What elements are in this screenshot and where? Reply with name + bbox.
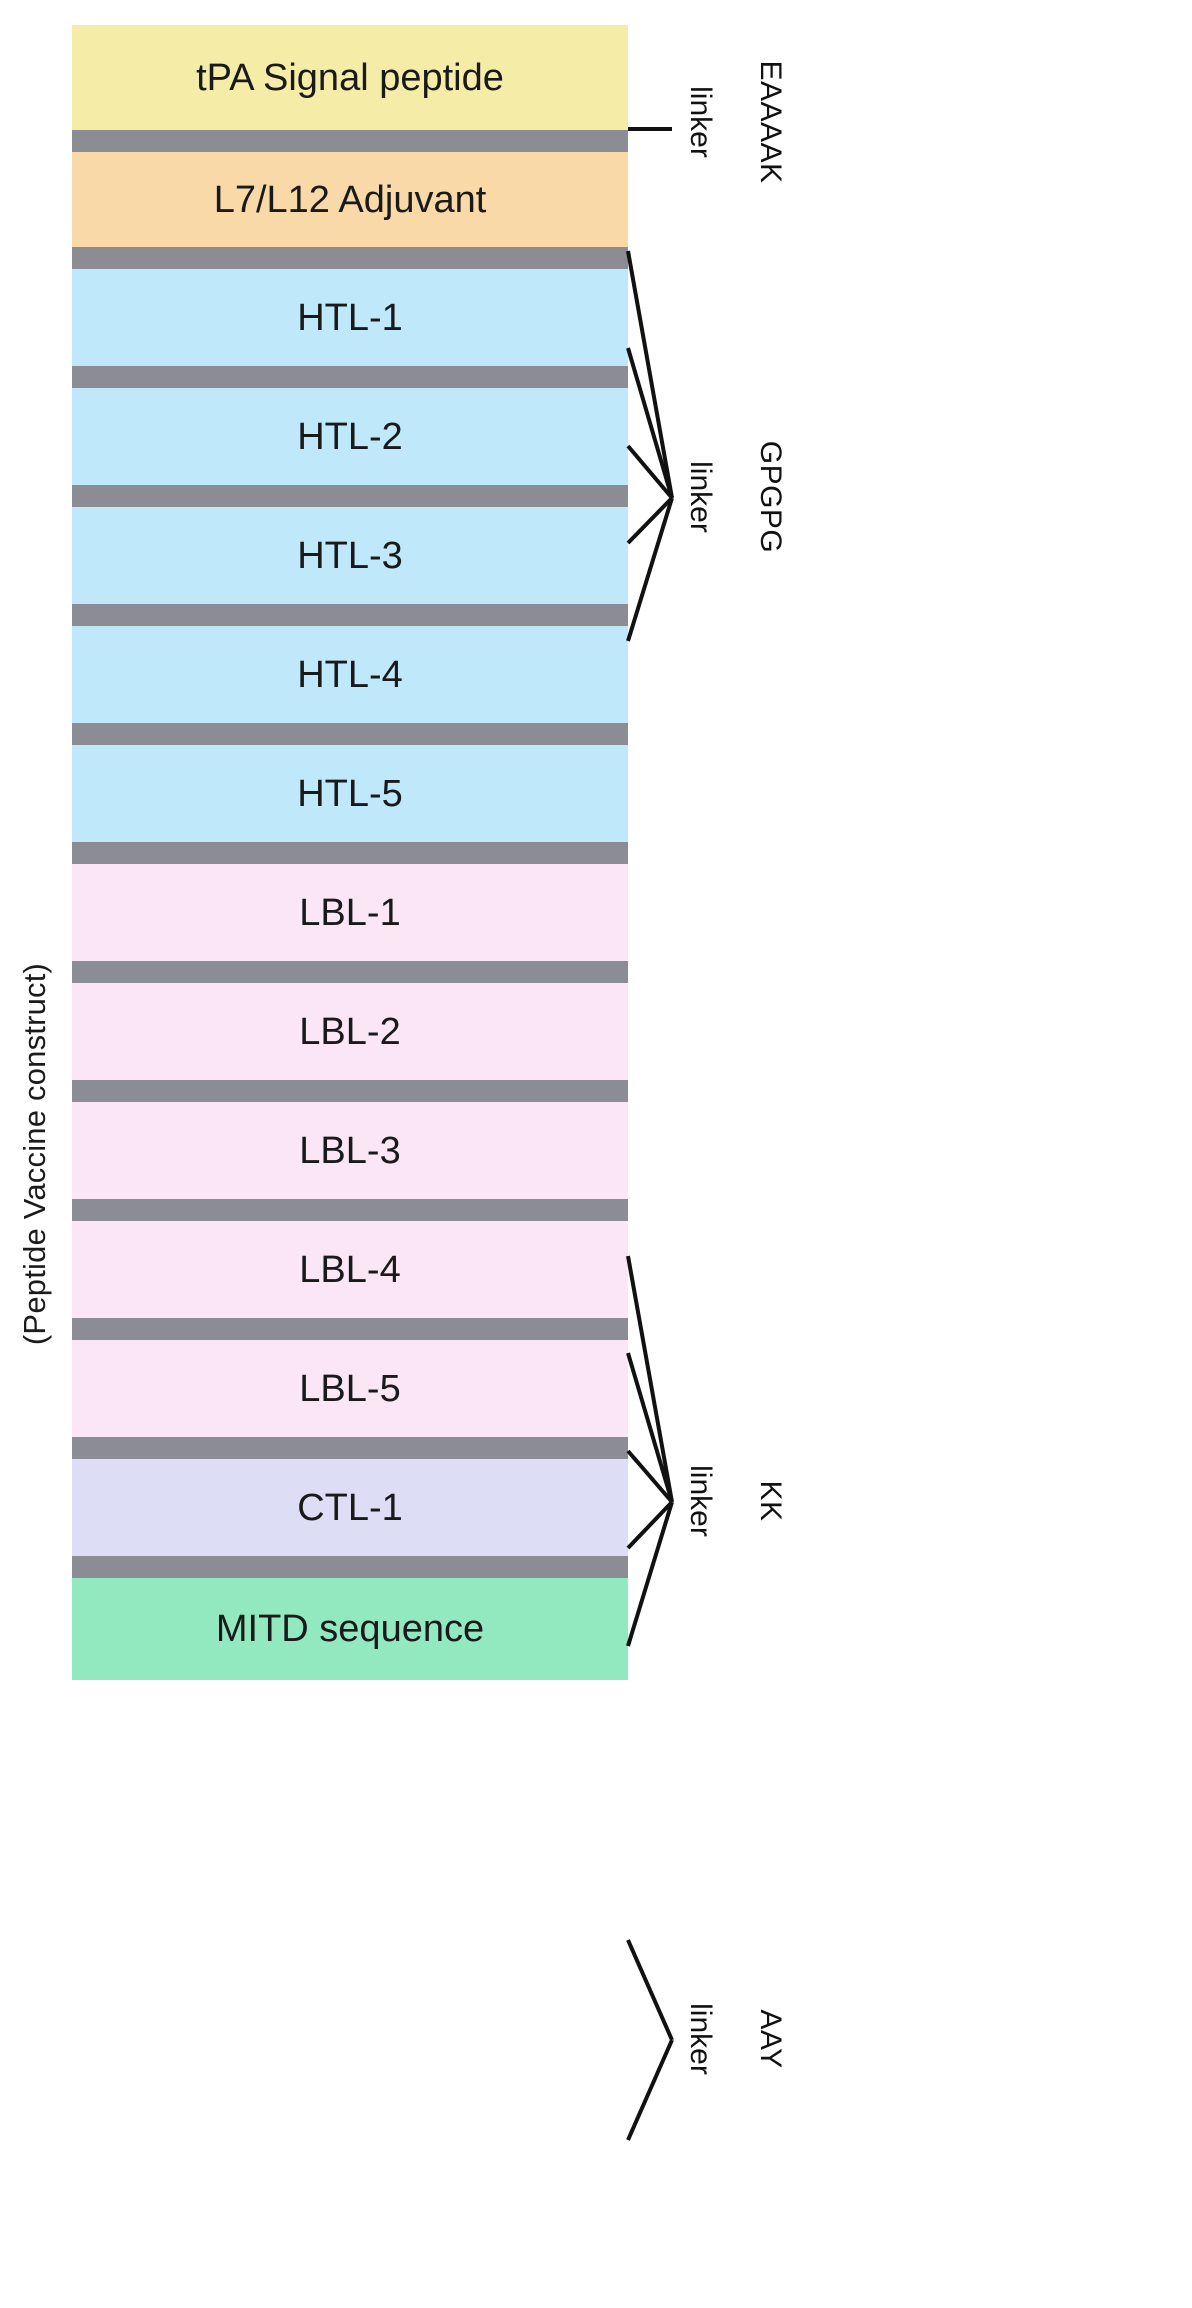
block-label: HTL-5 [297,772,403,815]
block-label: LBL-3 [299,1129,401,1172]
leader-line-gpgpg-1 [626,347,674,499]
construct-block-htl-4: HTL-4 [72,626,628,723]
construct-block-lbl-4: LBL-4 [72,1221,628,1318]
leader-line-kk-3 [626,1500,674,1550]
block-label: HTL-4 [297,653,403,696]
construct-block-htl-5: HTL-5 [72,745,628,842]
linker-bar-linker-8 [72,961,628,983]
block-label: MITD sequence [215,1608,485,1650]
linker-bar-linker-6 [72,723,628,745]
linker-bar-linker-9 [72,1080,628,1102]
linker-bar-linker-5 [72,604,628,626]
linker-bar-linker-3 [72,366,628,388]
linker-bar-linker-10 [72,1199,628,1221]
linker-bar-linker-11 [72,1318,628,1340]
linker-bar-linker-2 [72,247,628,269]
linker-bar-linker-7 [72,842,628,864]
annotation-linker-label-kk: linker [684,1465,717,1537]
block-label: HTL-3 [297,534,403,577]
annotation-linker-label-gpgpg: linker [684,461,717,533]
left-vertical-caption: (Peptide Vaccine construct) [0,0,70,2308]
annotation-sequence-label-kk: KK [754,1480,787,1522]
leader-line-kk-1 [626,1352,674,1503]
annotation-linker-label-aay: linker [684,2003,717,2075]
construct-block-lbl-1: LBL-1 [72,864,628,961]
block-label: LBL-2 [299,1010,401,1053]
construct-block-tpa: tPA Signal peptide [72,25,628,130]
construct-block-adjuvant: L7/L12 Adjuvant [72,152,628,247]
construct-block-htl-2: HTL-2 [72,388,628,485]
leader-line-gpgpg-2 [626,444,674,500]
construct-block-lbl-2: LBL-2 [72,983,628,1080]
construct-block-ctl-1: CTL-1 [72,1459,628,1556]
leader-line-gpgpg-3 [626,496,674,545]
linker-bar-linker-12 [72,1437,628,1459]
construct-block-htl-1: HTL-1 [72,269,628,366]
block-label: tPA Signal peptide [196,56,504,99]
construct-block-mitd: MITD sequence [72,1578,628,1680]
block-label: LBL-5 [299,1367,401,1410]
leader-line-aay-0 [626,1939,674,2041]
construct-block-lbl-3: LBL-3 [72,1102,628,1199]
leader-line-kk-4 [626,1501,674,1647]
block-label: CTL-1 [297,1486,403,1529]
block-label: HTL-2 [297,415,403,458]
construct-block-lbl-5: LBL-5 [72,1340,628,1437]
leader-line-gpgpg-0 [626,250,674,499]
linker-bar-linker-13 [72,1556,628,1578]
leader-line-aay-1 [626,2039,674,2141]
left-caption-text: (Peptide Vaccine construct) [17,962,53,1346]
linker-bar-linker-1 [72,130,628,152]
construct-block-htl-3: HTL-3 [72,507,628,604]
annotation-sequence-label-eaaaak: EAAAAK [754,60,787,184]
linker-bar-linker-4 [72,485,628,507]
annotation-sequence-label-aay: AAY [754,2009,787,2069]
annotation-linker-label-eaaaak: linker [684,86,717,158]
leader-line-kk-0 [626,1255,674,1503]
block-label: HTL-1 [297,296,403,339]
block-label: LBL-1 [299,891,401,934]
leader-line-kk-2 [626,1449,674,1504]
block-label: L7/L12 Adjuvant [213,178,487,221]
block-label: LBL-4 [299,1248,401,1291]
annotation-sequence-label-gpgpg: GPGPG [754,440,787,554]
leader-line-gpgpg-4 [626,497,674,642]
